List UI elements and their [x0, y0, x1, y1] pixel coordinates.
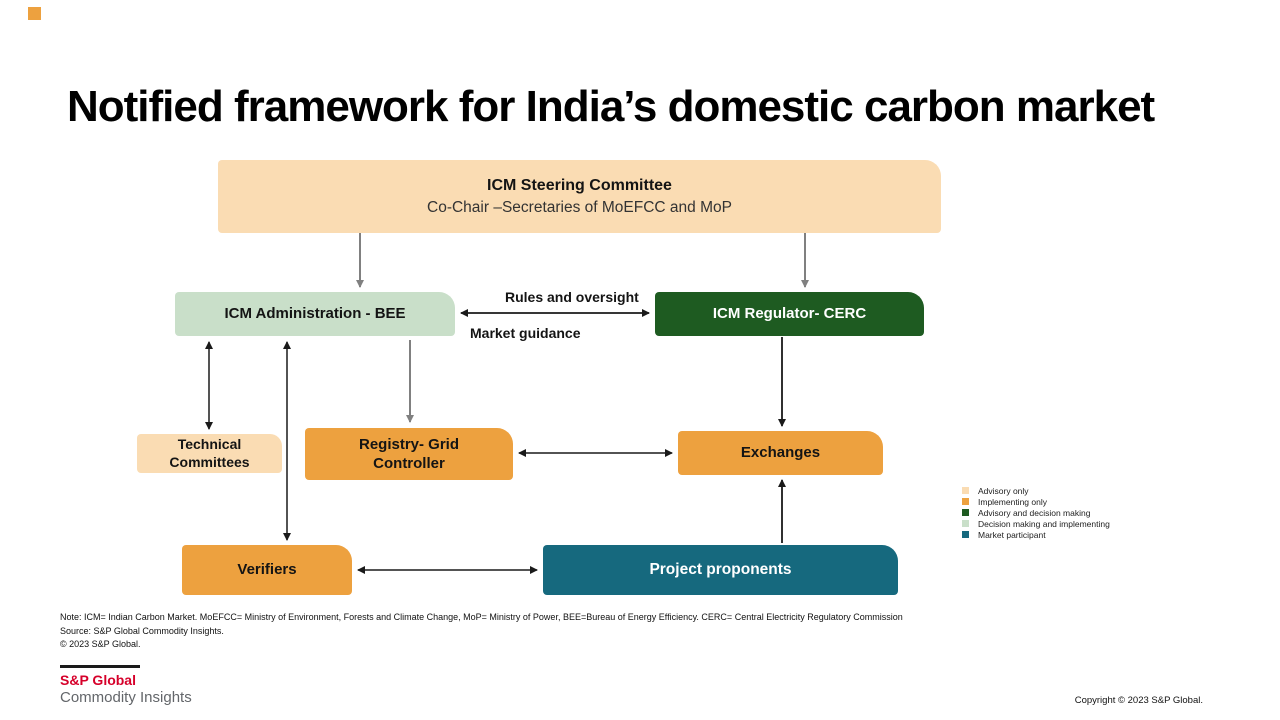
logo-rule — [60, 665, 140, 668]
legend-item: Advisory and decision making — [962, 507, 1110, 518]
copyright-note-text: © 2023 S&P Global. — [60, 639, 141, 649]
legend-item: Market participant — [962, 529, 1110, 540]
project-proponents-box: Project proponents — [543, 545, 898, 595]
legend-swatch-advisory-only — [962, 487, 969, 494]
footer-copyright: Copyright © 2023 S&P Global. — [1074, 695, 1203, 706]
slide-accent-square — [28, 7, 41, 20]
legend-label: Decision making and implementing — [978, 518, 1110, 529]
exchanges-label: Exchanges — [740, 444, 821, 462]
icm-regulator-label: ICM Regulator- CERC — [712, 305, 867, 323]
technical-committees-label: Technical Committees — [169, 435, 250, 470]
verifiers-box: Verifiers — [182, 545, 352, 595]
slide-title: Notified framework for India’s domestic … — [67, 82, 1155, 132]
legend-swatch-market-participant — [962, 531, 969, 538]
logo-name: S&P Global — [60, 672, 136, 688]
logo-division: Commodity Insights — [60, 688, 192, 706]
legend-swatch-implementing-only — [962, 498, 969, 505]
legend: Advisory only Implementing only Advisory… — [962, 485, 1110, 540]
icm-regulator-box: ICM Regulator- CERC — [655, 292, 924, 336]
project-proponents-label: Project proponents — [649, 561, 792, 579]
legend-label: Advisory and decision making — [978, 507, 1091, 518]
exchanges-box: Exchanges — [678, 431, 883, 475]
steering-committee-subtitle: Co-Chair –Secretaries of MoEFCC and MoP — [427, 198, 732, 216]
icm-administration-label: ICM Administration - BEE — [224, 305, 406, 323]
legend-item: Advisory only — [962, 485, 1110, 496]
source-text: Source: S&P Global Commodity Insights. — [60, 625, 224, 636]
legend-label: Market participant — [978, 529, 1046, 540]
legend-item: Implementing only — [962, 496, 1110, 507]
footnotes: Note: ICM= Indian Carbon Market. MoEFCC=… — [60, 611, 903, 652]
registry-grid-controller-label: Registry- Grid Controller — [358, 435, 460, 472]
legend-swatch-decision-and-implementing — [962, 520, 969, 527]
icm-administration-box: ICM Administration - BEE — [175, 292, 455, 336]
legend-label: Implementing only — [978, 496, 1047, 507]
verifiers-label: Verifiers — [237, 561, 297, 579]
steering-committee-box: ICM Steering Committee Co-Chair –Secreta… — [218, 160, 941, 233]
legend-item: Decision making and implementing — [962, 518, 1110, 529]
legend-swatch-advisory-and-decision — [962, 509, 969, 516]
registry-grid-controller-box: Registry- Grid Controller — [305, 428, 513, 480]
legend-label: Advisory only — [978, 485, 1029, 496]
note-text: Note: ICM= Indian Carbon Market. MoEFCC=… — [60, 612, 903, 622]
edge-label-market-guidance: Market guidance — [470, 325, 581, 341]
sp-global-logo: S&P Global Commodity Insights — [60, 665, 192, 708]
technical-committees-box: Technical Committees — [137, 434, 282, 473]
edge-label-rules-and-oversight: Rules and oversight — [505, 289, 639, 305]
steering-committee-title: ICM Steering Committee — [487, 177, 672, 195]
